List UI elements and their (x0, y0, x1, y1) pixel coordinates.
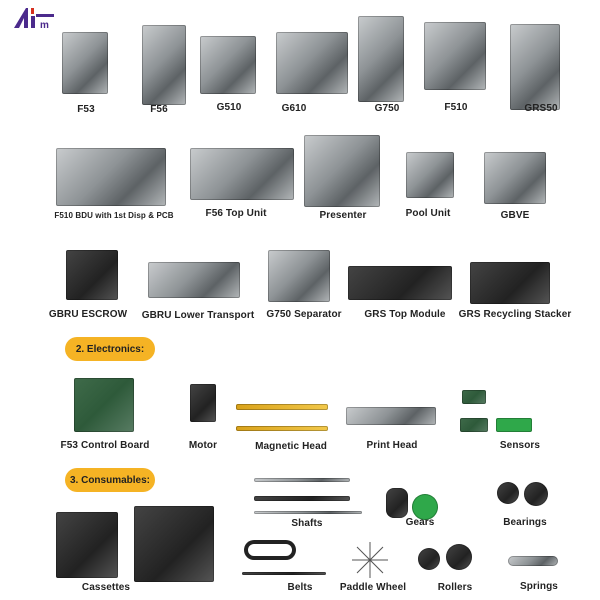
g750-image (358, 16, 404, 102)
module-label: G510 (216, 102, 242, 113)
grs-top-module-image (348, 266, 452, 300)
rollers-image (418, 548, 440, 570)
module-label: G750 Separator (266, 309, 342, 320)
magnetic-head-image (236, 404, 328, 410)
module-label: Pool Unit (405, 208, 451, 219)
cassette-image (56, 512, 118, 578)
f56-image (142, 25, 186, 105)
rollers-image-2 (446, 544, 472, 570)
grs-recycling-stacker-image (470, 262, 550, 304)
bearings-image (497, 482, 519, 504)
electronics-label: F53 Control Board (60, 440, 150, 451)
consumables-label: Rollers (437, 582, 473, 593)
electronics-label: Magnetic Head (255, 441, 327, 452)
module-label: F510 (444, 102, 468, 113)
svg-text:m: m (40, 20, 49, 30)
magnetic-head-image-2 (236, 426, 328, 431)
sensor-image (462, 390, 486, 404)
module-label: F53 (77, 104, 95, 115)
consumables-label: Belts (287, 582, 313, 593)
module-label: G610 (281, 103, 307, 114)
shafts-image-3 (254, 511, 362, 514)
cassette-image-2 (134, 506, 214, 582)
electronics-label: Sensors (499, 440, 541, 451)
module-label: F56 (150, 104, 168, 115)
f510-image (424, 22, 486, 90)
electronics-label: Print Head (366, 440, 418, 451)
print-head-image (346, 407, 436, 425)
module-label: GBRU ESCROW (48, 309, 128, 320)
g610-image (276, 32, 348, 94)
gears-image (386, 488, 408, 518)
module-label: GRS Top Module (364, 309, 446, 320)
consumables-label: Paddle Wheel (339, 582, 407, 593)
motor-image (190, 384, 216, 422)
belts-image-2 (242, 572, 326, 575)
atm-logo: m (14, 8, 54, 30)
module-label: G750 (374, 103, 400, 114)
consumables-label: Bearings (503, 517, 547, 528)
module-label: GBRU Lower Transport (141, 310, 255, 321)
f53-image (62, 32, 108, 94)
electronics-heading: 2. Electronics: (65, 337, 155, 361)
gbru-escrow-image (66, 250, 118, 300)
bearings-image-2 (524, 482, 548, 506)
shafts-image-2 (254, 496, 350, 501)
module-label: GBVE (500, 210, 530, 221)
f53-control-board-image (74, 378, 134, 432)
g510-image (200, 36, 256, 94)
presenter-image (304, 135, 380, 207)
grs50-image (510, 24, 560, 110)
sensor-image-3 (496, 418, 532, 432)
paddle-wheel-icon (352, 542, 388, 578)
sensor-image-2 (460, 418, 488, 432)
gears-image-2 (412, 494, 438, 520)
f510-bdu-image (56, 148, 166, 206)
module-label: GRS50 (524, 103, 558, 114)
pool-unit-image (406, 152, 454, 198)
springs-image (508, 556, 558, 566)
module-label: Presenter (319, 210, 367, 221)
consumables-heading: 3. Consumables: (65, 468, 155, 492)
belts-image (244, 540, 296, 560)
f56-top-unit-image (190, 148, 294, 200)
module-label: GRS Recycling Stacker (458, 309, 572, 320)
consumables-label: Shafts (291, 518, 323, 529)
gbru-lower-transport-image (148, 262, 240, 298)
electronics-label: Motor (188, 440, 218, 451)
module-label: F510 BDU with 1st Disp & PCB (54, 211, 174, 220)
consumables-label: Cassettes (81, 582, 131, 593)
consumables-label: Springs (520, 581, 558, 592)
g750-separator-image (268, 250, 330, 302)
module-label: F56 Top Unit (205, 208, 267, 219)
gbve-image (484, 152, 546, 204)
consumables-label: Gears (405, 517, 435, 528)
shafts-image (254, 478, 350, 482)
